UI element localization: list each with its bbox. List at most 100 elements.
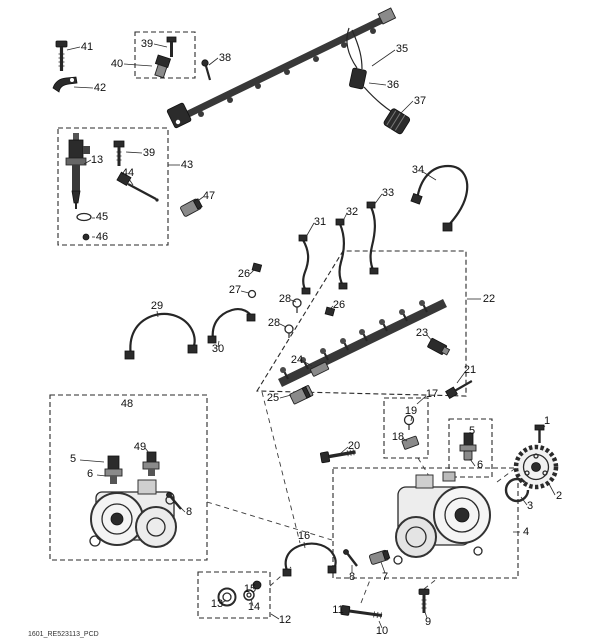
injector-kit-box-43 — [57, 127, 169, 246]
screw-8b-drawing — [343, 549, 358, 567]
callout-43: 43 — [181, 159, 193, 171]
callout-47: 47 — [203, 190, 215, 202]
callout-7: 7 — [382, 571, 388, 583]
coupler-47-drawing — [180, 198, 203, 217]
callout-6-a: 6 — [477, 459, 483, 471]
parts-drawings — [52, 7, 559, 619]
callout-4: 4 — [523, 526, 529, 538]
callout-24: 24 — [291, 354, 303, 366]
snap-ring-3-drawing — [504, 477, 530, 503]
callout-12: 12 — [279, 614, 291, 626]
callout-10: 10 — [376, 625, 388, 637]
sensor-5-6-left-drawing — [107, 455, 120, 471]
callout-22: 22 — [483, 293, 495, 305]
sensor-kit-box-39-40 — [134, 31, 196, 79]
seal-kit-12-drawing — [217, 580, 262, 607]
callout-18: 18 — [392, 431, 404, 443]
assembly-boxes — [49, 31, 519, 619]
needle-44-drawing — [116, 171, 159, 202]
fuel-line-29-drawing — [124, 312, 198, 360]
callout-41: 41 — [81, 41, 93, 53]
callout-28-b: 28 — [268, 317, 280, 329]
callout-19: 19 — [405, 405, 417, 417]
callout-21: 21 — [464, 364, 476, 376]
pump-box-4 — [332, 467, 519, 579]
callout-5-a: 5 — [469, 425, 475, 437]
callout-14: 14 — [248, 601, 260, 613]
callout-37: 37 — [414, 95, 426, 107]
pressure-sensor-23-drawing — [427, 337, 451, 356]
bolt-41-drawing — [55, 40, 68, 71]
fuel-line-30-drawing — [207, 308, 256, 344]
fitting-24-drawing — [310, 361, 330, 377]
cap-15-drawing — [252, 580, 262, 590]
leader-lines — [66, 43, 556, 629]
injector-drawing — [65, 133, 90, 209]
callout-16: 16 — [298, 530, 310, 542]
callout-31: 31 — [314, 216, 326, 228]
plug-7-drawing — [369, 549, 391, 565]
injection-lines-drawing — [298, 164, 469, 295]
callout-1: 1 — [544, 415, 550, 427]
callout-8-b: 8 — [349, 571, 355, 583]
sensor-kit-box-5-6 — [448, 418, 493, 478]
clamp-42-drawing — [52, 76, 78, 93]
callout-8-a: 8 — [186, 506, 192, 518]
figure-caption: 1601_RE523113_PCD — [28, 631, 99, 638]
callout-13-a: 13 — [91, 154, 103, 166]
seal-kit-box-12 — [197, 571, 271, 619]
callout-5-b: 5 — [70, 453, 76, 465]
pump-4-drawing — [393, 471, 491, 565]
callout-48: 48 — [121, 398, 133, 410]
callout-29: 29 — [151, 300, 163, 312]
bolt-11-10-drawing — [340, 605, 383, 619]
callout-28-a: 28 — [279, 293, 291, 305]
sensor-49-drawing — [146, 451, 157, 464]
callout-32: 32 — [346, 206, 358, 218]
callout-26-b: 26 — [333, 299, 345, 311]
gear-assembly-drawing — [504, 424, 559, 503]
harness-35-37-drawing — [346, 27, 411, 135]
bolt-39b-drawing — [113, 140, 125, 166]
sensor-kit-5-6-right-drawing — [459, 432, 477, 461]
callout-17: 17 — [426, 388, 438, 400]
callout-39-a: 39 — [141, 38, 153, 50]
callout-45: 45 — [96, 211, 108, 223]
callout-13-b: 13 — [211, 598, 223, 610]
callout-23: 23 — [416, 327, 428, 339]
callout-49: 49 — [134, 441, 146, 453]
callout-labels: 41 42 39 40 38 35 36 37 34 43 39 13 44 4… — [70, 38, 562, 637]
fuel-rail-drawing — [166, 7, 397, 129]
callout-44: 44 — [122, 167, 134, 179]
callout-34: 34 — [412, 164, 424, 176]
pump-48-drawing — [89, 451, 182, 548]
callout-11: 11 — [332, 604, 343, 616]
callout-36: 36 — [387, 79, 399, 91]
callout-15: 15 — [244, 583, 256, 595]
callout-42: 42 — [94, 82, 106, 94]
washer-45-drawing — [76, 212, 92, 222]
fitting-kit-17-19-18-drawing — [401, 414, 420, 450]
fitting-kit-box-17-19-18 — [383, 397, 429, 459]
callout-20: 20 — [348, 440, 360, 452]
pump-kit-box-48 — [49, 394, 208, 561]
callout-9: 9 — [425, 616, 431, 628]
seal-46-drawing — [82, 233, 90, 241]
callout-38: 38 — [219, 52, 231, 64]
fuel-line-16-drawing — [282, 542, 337, 577]
stud-21-drawing — [445, 380, 473, 400]
callout-30: 30 — [212, 343, 224, 355]
screw-38-drawing — [201, 59, 212, 81]
bolt-20-drawing — [319, 449, 356, 464]
fitting-25-drawing — [289, 385, 314, 405]
callout-39-b: 39 — [143, 147, 155, 159]
washer-13b-drawing — [217, 587, 237, 607]
callout-26-a: 26 — [238, 268, 250, 280]
callout-33: 33 — [382, 187, 394, 199]
seal-14-drawing — [243, 589, 255, 601]
callout-2: 2 — [556, 490, 562, 502]
callout-40: 40 — [111, 58, 123, 70]
callout-27: 27 — [229, 284, 241, 296]
